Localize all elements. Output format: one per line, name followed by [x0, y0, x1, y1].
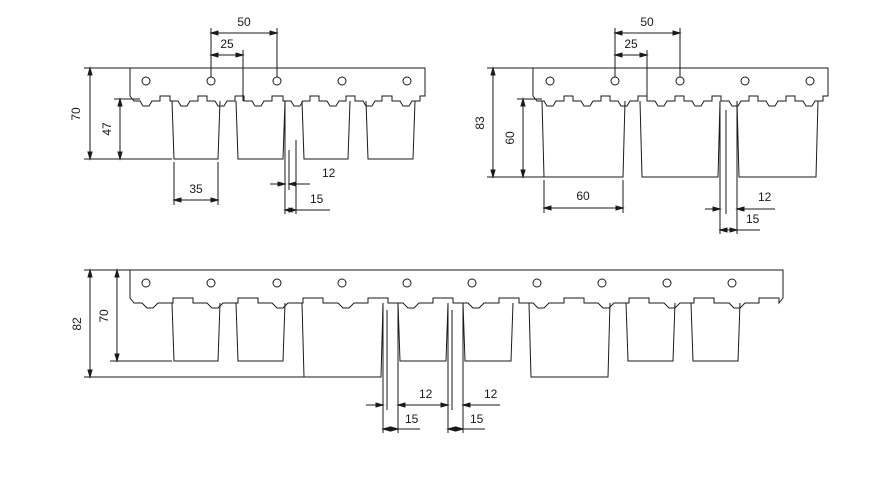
- dim-label-gap-inner-1: 12: [419, 387, 433, 401]
- dim-width-35: 35: [172, 162, 220, 205]
- rail-profile: [129, 67, 426, 107]
- dim-label-gap-inner-2: 12: [484, 387, 498, 401]
- dim-height-83: 83: [473, 66, 544, 179]
- drawing-rail-47: 70 47 50 25: [69, 15, 426, 214]
- dim-label-pitch: 50: [640, 15, 654, 29]
- dim-pitch-50: 50: [209, 15, 279, 77]
- dim-label-bin-height: 47: [100, 122, 114, 136]
- rail-profile: [532, 67, 829, 107]
- dim-width-60: 60: [542, 180, 625, 213]
- bins: [171, 302, 741, 378]
- dim-height-70: 70: [97, 268, 172, 363]
- dim-pitch-25: 25: [613, 37, 649, 101]
- dim-gap-12-15: 12 15: [270, 101, 336, 214]
- dim-label-half-pitch: 25: [624, 37, 638, 51]
- drawing-rail-60: 83 60 50 25: [473, 15, 829, 234]
- drawing-rail-mixed: 82 70 12 15: [70, 268, 784, 433]
- dim-label-bin-width: 60: [576, 189, 590, 203]
- dim-height-60: 60: [503, 97, 542, 179]
- bins: [541, 100, 819, 178]
- dim-height-70: 70: [69, 66, 172, 161]
- dim-label-rail-height: 70: [69, 107, 83, 121]
- dim-gap-right: 12 15: [431, 303, 500, 433]
- dim-label-rail-height: 70: [97, 309, 111, 323]
- mounting-holes: [545, 76, 815, 86]
- dim-label-total-height: 82: [70, 317, 84, 331]
- dim-label-gap-outer: 15: [746, 212, 760, 226]
- dim-label-gap-outer-1: 15: [405, 412, 419, 426]
- dim-label-gap-inner: 12: [758, 190, 772, 204]
- dim-gap-left: 12 15: [366, 303, 440, 433]
- dim-label-rail-height: 83: [473, 116, 487, 130]
- dim-label-gap-inner: 12: [322, 166, 336, 180]
- dim-label-bin-height: 60: [503, 131, 517, 145]
- dim-label-gap-outer: 15: [310, 192, 324, 206]
- mounting-holes: [141, 76, 412, 86]
- rail-profile: [129, 269, 784, 309]
- mounting-holes: [141, 278, 737, 288]
- dim-height-82: 82: [70, 268, 304, 379]
- dim-label-half-pitch: 25: [220, 37, 234, 51]
- dim-label-bin-width: 35: [189, 182, 203, 196]
- dim-pitch-50: 50: [613, 15, 682, 77]
- dim-gap-12-15: 12 15: [705, 101, 775, 234]
- dim-label-gap-outer-2: 15: [470, 412, 484, 426]
- dim-height-47: 47: [100, 97, 140, 161]
- bins: [171, 100, 416, 160]
- dim-label-pitch: 50: [237, 15, 251, 29]
- dim-pitch-25: 25: [209, 37, 245, 101]
